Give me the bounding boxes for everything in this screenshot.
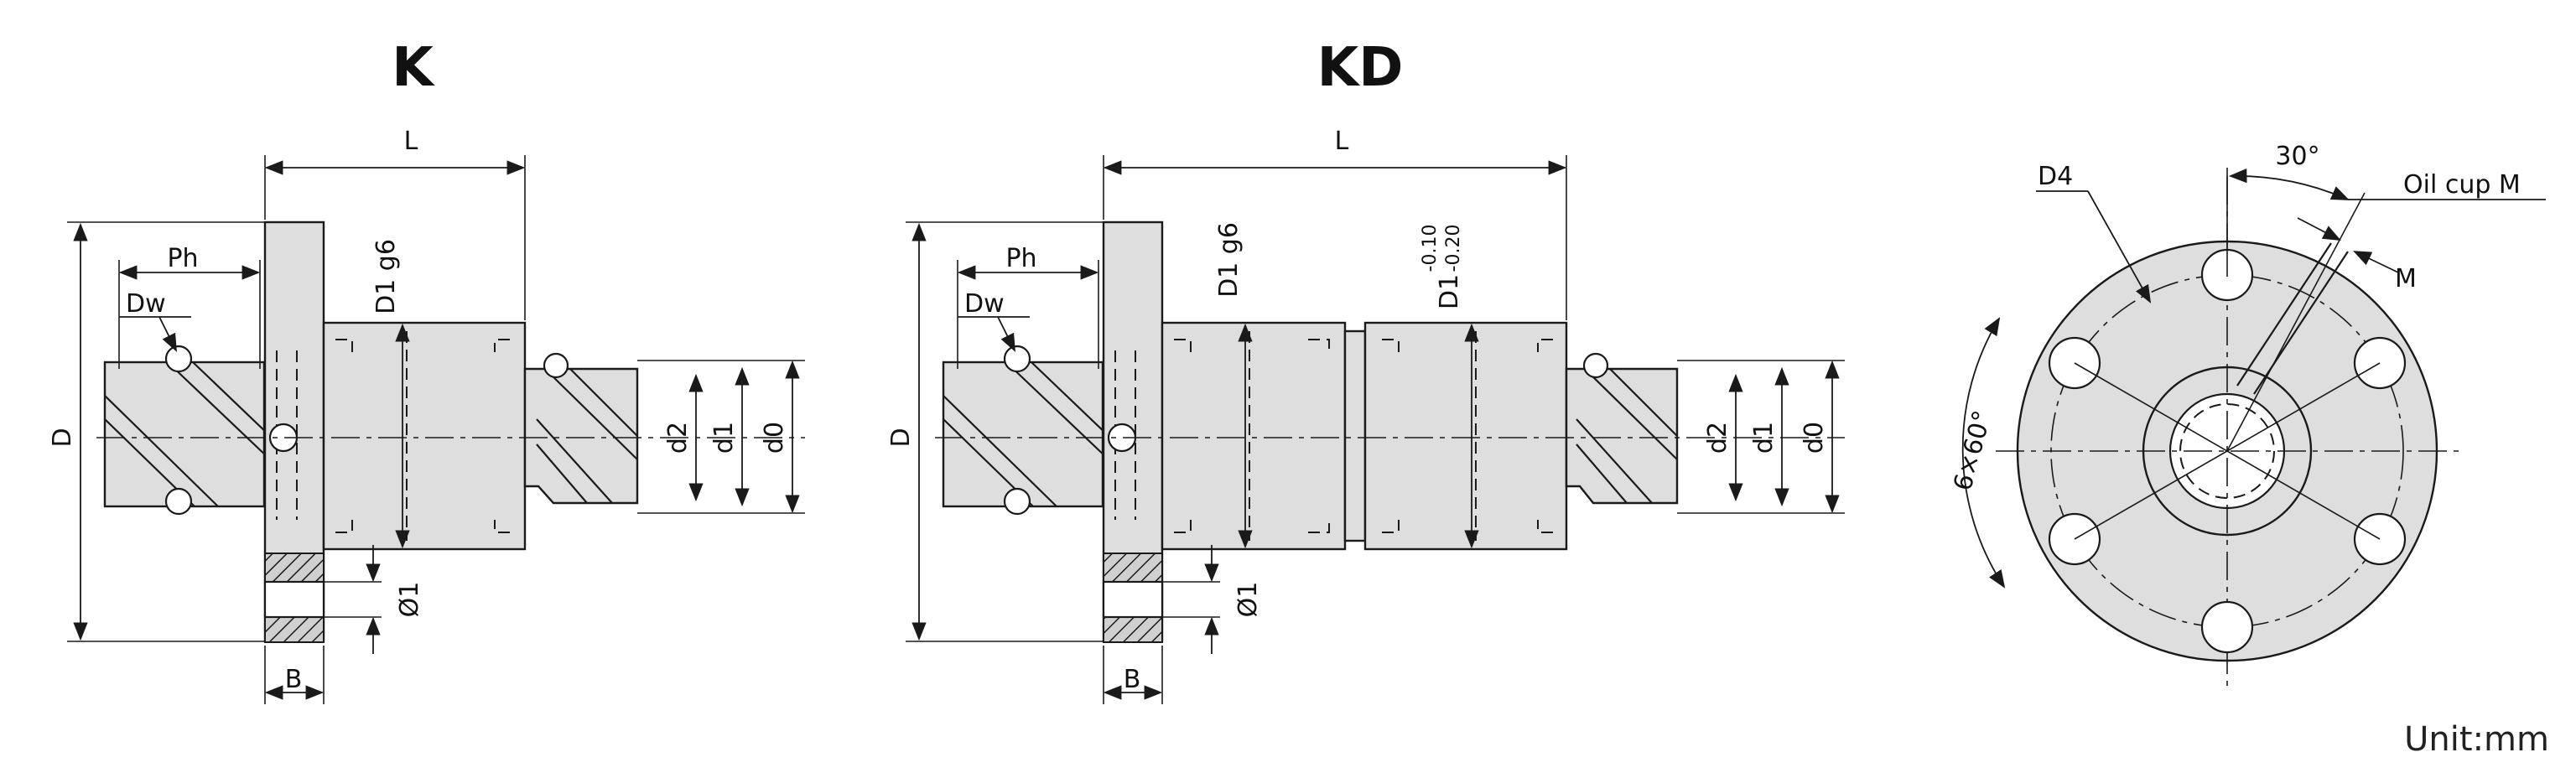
k-screw-right (523, 367, 639, 505)
kd-screw-shaft (942, 361, 1104, 508)
k-B-label: B (285, 665, 303, 694)
k-Dw-label: Dw (126, 289, 166, 319)
kd-ball-bottom (1003, 487, 1031, 516)
kd-tol-lower: -0.20 (1443, 225, 1464, 272)
k-d1-label: d1 (709, 422, 739, 454)
end-D4-label: D4 (2038, 162, 2073, 191)
k-flange-hole-top (264, 553, 325, 583)
kd-title: KD (1317, 37, 1404, 99)
k-title: K (392, 37, 435, 99)
kd-d1-label: d1 (1749, 422, 1779, 454)
k-ball-bottom (164, 487, 193, 516)
kd-tol-upper: -0.10 (1420, 225, 1441, 272)
k-nut-body (322, 321, 527, 551)
kd-phi1-label: Ø1 (1233, 582, 1263, 618)
kd-view: KD L Ph (886, 37, 1845, 704)
end-bolt-hole (2200, 600, 2254, 654)
kd-L-label: L (1335, 127, 1349, 156)
k-phi1-label: Ø1 (395, 582, 424, 618)
k-d0-label: d0 (760, 422, 789, 454)
kd-nut-body-right (1363, 321, 1568, 551)
kd-Dw-label: Dw (964, 289, 1005, 319)
kd-screw-right (1565, 367, 1679, 505)
kd-flange-hole-top (1103, 553, 1163, 583)
k-ball-groove (104, 361, 271, 507)
end-oil-cup-label: Oil cup M (2403, 170, 2521, 200)
k-d2-label: d2 (663, 422, 693, 454)
k-Ph-label: Ph (167, 244, 198, 273)
kd-spacer (1343, 329, 1367, 542)
kd-nut-body-left (1161, 321, 1347, 551)
end-view: 30° Oil cup M M D4 6×60° (1948, 142, 2546, 687)
k-flange-hole-bottom (264, 616, 325, 643)
unit-label: Unit:mm (2404, 720, 2549, 759)
end-M-label: M (2395, 264, 2417, 293)
kd-Ph-label: Ph (1005, 244, 1036, 273)
k-D-label: D (48, 428, 77, 447)
k-D1g6-label: D1 g6 (371, 239, 401, 314)
kd-d2-label: d2 (1703, 422, 1732, 454)
kd-D1-label: D1 (1435, 274, 1464, 309)
k-L-label: L (404, 127, 418, 156)
kd-ball-top (1003, 345, 1031, 373)
end-angle30-label: 30° (2275, 142, 2319, 171)
kd-flange-hole-bottom (1103, 616, 1163, 643)
kd-B-label: B (1124, 665, 1141, 694)
kd-D-label: D (886, 428, 916, 447)
kd-d0-label: d0 (1800, 422, 1829, 454)
k-ball-top (164, 345, 193, 373)
kd-D1g6-label: D1 g6 (1214, 222, 1244, 298)
k-view: K L Ph (48, 37, 805, 704)
kd-ball-groove (943, 361, 1109, 507)
k-screw-shaft (103, 361, 266, 508)
end-holes-label: 6×60° (1948, 407, 1997, 494)
